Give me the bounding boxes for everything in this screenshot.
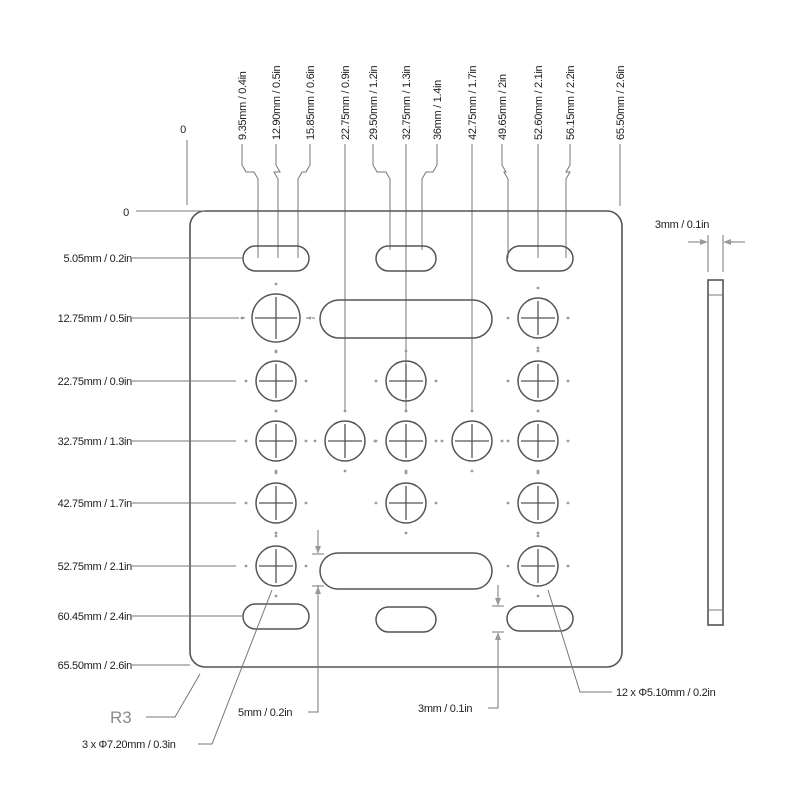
slot-width-arrow-top	[495, 598, 501, 606]
leader-lines	[241, 144, 621, 412]
top-dimension-leader	[421, 144, 438, 250]
top-dimension-labels: 9.35mm / 0.4in 12.90mm / 0.5in 15.85mm / 0…	[237, 65, 627, 140]
left-dimension-labels: 5.05mm / 0.2in 12.75mm / 0.5in 22.75mm / 0…	[58, 253, 242, 672]
left-dimension-label: 32.75mm / 1.3in	[58, 436, 133, 448]
slot	[506, 245, 574, 272]
mounting-hole	[506, 409, 570, 473]
left-dimension-label: 60.45mm / 2.4in	[58, 611, 133, 623]
top-dimension-label: 15.85mm / 0.6in	[305, 65, 317, 140]
large-holes-leader	[198, 589, 273, 745]
slot	[506, 605, 574, 632]
slot-gap-label: 5mm / 0.2in	[238, 707, 292, 719]
slot	[319, 552, 493, 590]
top-dimension-leader	[565, 144, 571, 258]
mounting-hole	[374, 409, 438, 473]
mounting-hole	[313, 409, 377, 473]
top-dimension-label: 49.65mm / 2in	[497, 74, 509, 140]
top-dimension-label: 56.15mm / 2.2in	[565, 65, 577, 140]
top-dimension-label: 29.50mm / 1.2in	[368, 65, 380, 140]
top-dimension-leader	[273, 144, 281, 258]
slot-width-arrow-bottom	[495, 632, 501, 640]
side-view-profile	[707, 279, 724, 626]
slot-gap-leader	[308, 585, 319, 713]
top-dimension-label: 65.50mm / 2.6in	[615, 65, 627, 140]
slot-width-label: 3mm / 0.1in	[418, 703, 472, 715]
origin-y-label: 0	[123, 207, 129, 219]
slot	[242, 245, 310, 272]
origin-x-label: 0	[180, 124, 186, 136]
mounting-hole	[506, 471, 570, 535]
left-dimension-label: 42.75mm / 1.7in	[58, 498, 133, 510]
top-dimension-leader	[372, 144, 391, 250]
top-dimension-label: 36mm / 1.4in	[432, 80, 444, 140]
mounting-hole	[240, 282, 312, 354]
mounting-hole	[506, 286, 570, 350]
mounting-hole	[244, 349, 308, 413]
left-dimension-label: 22.75mm / 0.9in	[58, 376, 133, 388]
plate-outline	[189, 210, 623, 668]
top-dimension-label: 32.75mm / 1.3in	[401, 65, 413, 140]
thickness-arrowhead-right	[723, 239, 731, 245]
large-holes-note: 3 x Φ7.20mm / 0.3in	[82, 739, 176, 751]
mounting-hole	[244, 534, 308, 598]
left-dimension-label: 5.05mm / 0.2in	[63, 253, 132, 265]
small-holes-note: 12 x Φ5.10mm / 0.2in	[616, 687, 716, 699]
thickness-label: 3mm / 0.1in	[655, 219, 709, 231]
corner-radius-leader	[146, 673, 201, 718]
left-dimension-label: 52.75mm / 2.1in	[58, 561, 133, 573]
mounting-hole	[244, 409, 308, 473]
slot-gap-arrow-bottom	[315, 586, 321, 594]
mounting-hole	[244, 471, 308, 535]
top-dimension-label: 9.35mm / 0.4in	[237, 71, 249, 140]
top-dimension-leader	[297, 144, 311, 258]
mounting-hole	[506, 534, 570, 598]
top-dimension-leader	[241, 144, 259, 258]
mounting-hole	[506, 349, 570, 413]
slot	[375, 245, 437, 272]
small-holes-leader	[547, 589, 612, 693]
left-dimension-label: 65.50mm / 2.6in	[58, 660, 133, 672]
mounting-hole	[440, 409, 504, 473]
top-dimension-label: 42.75mm / 1.7in	[467, 65, 479, 140]
top-dimension-label: 22.75mm / 0.9in	[340, 65, 352, 140]
slot	[242, 603, 310, 630]
top-dimension-label: 52.60mm / 2.1in	[533, 65, 545, 140]
mounting-hole	[374, 471, 438, 535]
corner-radius-label: R3	[110, 708, 132, 727]
holes	[236, 282, 570, 598]
top-dimension-leader	[501, 144, 509, 258]
top-dimension-label: 12.90mm / 0.5in	[271, 65, 283, 140]
slot-width-leader	[488, 633, 499, 709]
slot	[375, 606, 437, 633]
slot	[319, 299, 493, 339]
thickness-arrowhead-left	[700, 239, 708, 245]
left-dimension-label: 12.75mm / 0.5in	[58, 313, 133, 325]
slots	[242, 245, 574, 633]
slot-gap-arrow-top	[315, 546, 321, 554]
